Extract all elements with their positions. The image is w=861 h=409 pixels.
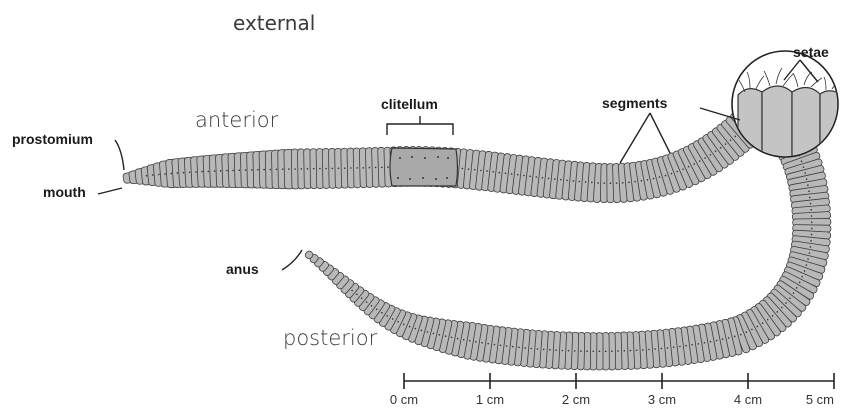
- earthworm-body: [123, 100, 831, 370]
- scale-tick-label: 5 cm: [806, 392, 834, 407]
- clitellum-bracket: [387, 116, 453, 135]
- setae-magnified-view: [732, 51, 845, 170]
- clitellum-band: [390, 148, 458, 186]
- setae-label: setae: [793, 44, 829, 60]
- scale-tick-label: 4 cm: [734, 392, 762, 407]
- anus-leader: [282, 250, 302, 270]
- segments-label: segments: [602, 95, 668, 111]
- posterior-label: posterior: [283, 326, 378, 350]
- scale-tick-label: 3 cm: [648, 392, 676, 407]
- scale-tick-label: 1 cm: [476, 392, 504, 407]
- view-title: external: [233, 11, 315, 35]
- segment-dot: [599, 351, 601, 353]
- mouth-label: mouth: [43, 184, 86, 200]
- scale-tick-label: 0 cm: [390, 392, 418, 407]
- segment-dot: [610, 182, 612, 184]
- scale-tick-label: 2 cm: [562, 392, 590, 407]
- scale-bar: 0 cm 1 cm 2 cm 3 cm 4 cm 5 cm: [390, 373, 834, 407]
- prostomium-leader: [115, 140, 124, 170]
- anus-label: anus: [226, 261, 259, 277]
- anterior-label: anterior: [195, 108, 279, 132]
- segment-dot: [592, 350, 594, 352]
- mouth-leader: [98, 188, 122, 194]
- clitellum-label: clitellum: [381, 96, 438, 112]
- prostomium-label: prostomium: [12, 131, 93, 147]
